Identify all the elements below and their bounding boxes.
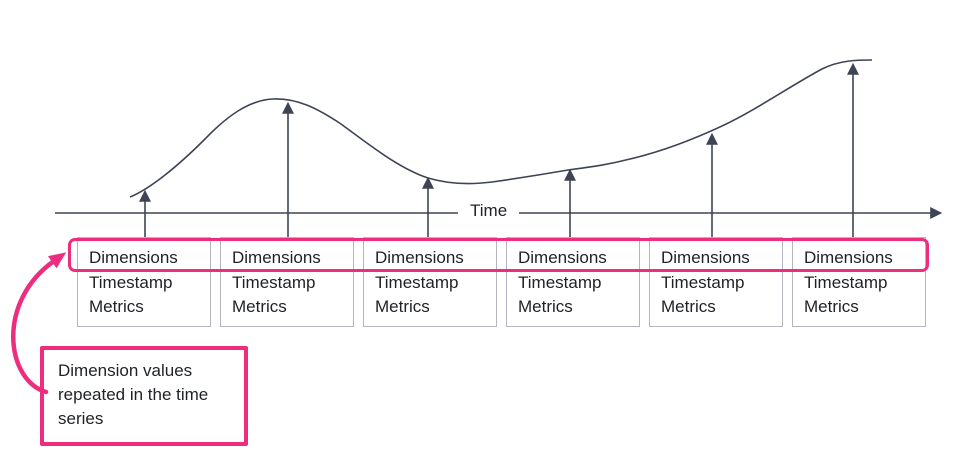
time-axis-label: Time [458, 199, 520, 223]
record-field-dimensions: Dimensions [375, 248, 464, 267]
record-field-metrics: Metrics [375, 297, 430, 316]
record-field-timestamp: Timestamp [375, 272, 459, 292]
record-box: Dimensions Timestamp Metrics [792, 237, 926, 327]
record-box: Dimensions Timestamp Metrics [506, 237, 640, 327]
record-field-timestamp: Timestamp [661, 272, 745, 292]
record-field-metrics: Metrics [661, 297, 716, 316]
record-box: Dimensions Timestamp Metrics [220, 237, 354, 327]
time-series-curve [129, 59, 873, 198]
record-field-metrics: Metrics [232, 297, 287, 316]
record-box: Dimensions Timestamp Metrics [77, 237, 211, 327]
record-field-dimensions: Dimensions [232, 248, 321, 267]
record-field-dimensions: Dimensions [518, 248, 607, 267]
callout-box: Dimension values repeated in the time se… [40, 346, 248, 446]
record-field-timestamp: Timestamp [232, 272, 316, 292]
callout-text: Dimension values repeated in the time se… [58, 361, 209, 428]
record-field-timestamp: Timestamp [518, 272, 602, 292]
record-field-dimensions: Dimensions [804, 248, 893, 267]
record-field-metrics: Metrics [89, 297, 144, 316]
record-field-metrics: Metrics [518, 297, 573, 316]
record-field-metrics: Metrics [804, 297, 859, 316]
record-field-dimensions: Dimensions [89, 248, 178, 267]
record-box: Dimensions Timestamp Metrics [363, 237, 497, 327]
record-box: Dimensions Timestamp Metrics [649, 237, 783, 327]
record-field-dimensions: Dimensions [661, 248, 750, 267]
record-field-timestamp: Timestamp [89, 272, 173, 292]
record-field-timestamp: Timestamp [804, 272, 888, 292]
